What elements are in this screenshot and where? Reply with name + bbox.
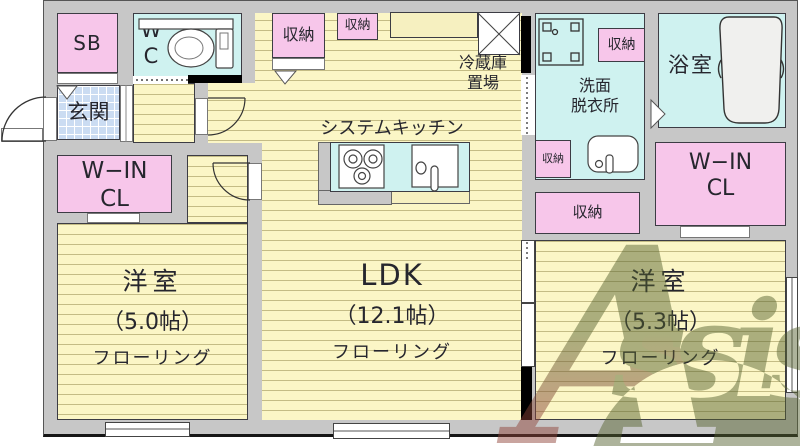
room-wincl-right bbox=[655, 142, 786, 226]
room-west bbox=[57, 223, 248, 420]
wincl-left-opening bbox=[87, 213, 140, 223]
room-storage-5 bbox=[535, 192, 640, 234]
window-west bbox=[105, 422, 190, 437]
room-storage-1 bbox=[272, 13, 325, 58]
kitchen-base-right bbox=[391, 190, 470, 204]
room-east-label: 洋室 （5.3帖） フローリング bbox=[600, 267, 721, 369]
room-west-nook bbox=[187, 155, 248, 223]
entrance-porch bbox=[1, 128, 43, 142]
storage-2-label: 収納 bbox=[344, 18, 371, 34]
bath-label: 浴室 bbox=[668, 52, 714, 77]
sb-label: SB bbox=[73, 30, 102, 55]
room-storage-3 bbox=[598, 28, 645, 62]
window-ldk bbox=[333, 423, 450, 439]
hall-floor bbox=[133, 83, 195, 143]
sb-opening bbox=[57, 73, 118, 84]
kitchen-counter bbox=[330, 142, 470, 192]
storage-4-label: 収納 bbox=[542, 151, 564, 165]
hall-door-opening bbox=[195, 98, 208, 135]
fridge-label: 冷蔵庫置場 bbox=[458, 53, 507, 92]
kitchen-label: システムキッチン bbox=[320, 117, 464, 139]
washroom-sliding-strip bbox=[521, 75, 535, 135]
room-storage-2 bbox=[337, 13, 378, 40]
genkan-label: 玄関 bbox=[67, 100, 110, 125]
window-east bbox=[786, 277, 798, 393]
room-storage-4 bbox=[535, 140, 571, 178]
genkan-step bbox=[120, 85, 133, 142]
wall-black-fridge bbox=[521, 16, 531, 73]
storage-1-label: 収納 bbox=[282, 25, 315, 45]
room-ldk-label: LDK （12.1帖） フローリング bbox=[332, 258, 452, 363]
refrigerator-space bbox=[478, 12, 520, 55]
room-sb bbox=[57, 13, 118, 73]
kitchen-cupboard bbox=[390, 12, 478, 38]
room-wincl-left bbox=[57, 155, 172, 213]
storage-3-label: 収納 bbox=[607, 36, 636, 53]
west-door-opening bbox=[248, 163, 262, 200]
wall-black-toilet bbox=[188, 75, 242, 83]
kitchen-base-bottom bbox=[318, 190, 392, 205]
wincl-right-opening bbox=[680, 226, 750, 238]
sliding-door-panel-2 bbox=[521, 303, 535, 367]
entrance-door-opening bbox=[43, 97, 57, 141]
wall-black-partition bbox=[521, 367, 532, 420]
room-east bbox=[535, 240, 786, 420]
sliding-door-panel-1 bbox=[521, 240, 535, 303]
room-genkan bbox=[57, 85, 120, 140]
washroom-label: 洗面脱衣所 bbox=[570, 76, 619, 115]
storage-1-opening bbox=[272, 58, 325, 70]
room-west-label: 洋室 （5.0帖） フローリング bbox=[92, 267, 213, 369]
wc-door-strip bbox=[133, 76, 188, 84]
storage-5-label: 収納 bbox=[572, 203, 603, 222]
